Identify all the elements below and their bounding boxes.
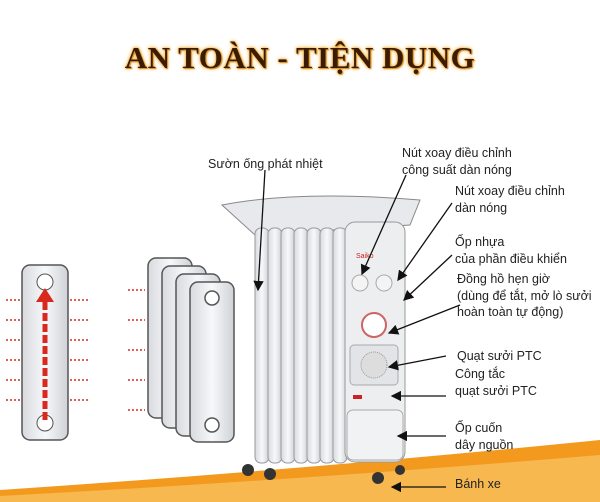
label-cord-cover: Ốp cuốn dây nguồn: [455, 420, 513, 453]
single-fin-diagram: [4, 264, 88, 441]
label-line: quạt sưởi PTC: [455, 383, 537, 398]
label-control-cover: Ốp nhựa của phần điều khiển: [455, 234, 567, 267]
label-line: Nút xoay điều chỉnh: [455, 184, 565, 198]
oil-heater: Saiko: [220, 195, 421, 484]
label-line: công suất dàn nóng: [402, 162, 512, 177]
label-wheels: Bánh xe: [455, 477, 501, 491]
label-fins: Sườn ống phát nhiệt: [208, 157, 323, 171]
label-power-knob: Nút xoay điều chỉnh công suất dàn nóng: [402, 145, 512, 178]
label-line: Nút xoay điều chỉnh: [402, 146, 512, 160]
brand-logo: Saiko: [356, 253, 374, 260]
label-ptc-fan: Quạt sưởi PTC: [457, 349, 542, 363]
label-line: dây nguồn: [455, 437, 514, 452]
label-line: của phần điều khiển: [455, 251, 567, 266]
leader-arrows: [253, 169, 461, 493]
label-line: dàn nóng: [455, 200, 508, 215]
label-heat-knob: Nút xoay điều chỉnh dàn nóng: [455, 183, 565, 216]
label-line: hoàn toàn tự động): [457, 305, 564, 319]
label-line: Đồng hồ hẹn giờ: [457, 272, 550, 286]
label-line: Ốp cuốn: [455, 421, 503, 435]
label-line: Công tắc: [455, 367, 506, 381]
label-timer: Đồng hồ hẹn giờ (dùng để tắt, mở lò sưởi h…: [457, 271, 592, 321]
label-ptc-switch: Công tắc quạt sưởi PTC: [455, 366, 537, 399]
label-line: (dùng để tắt, mở lò sưởi: [457, 288, 592, 303]
title: AN TOÀN - TIỆN DỤNG: [124, 40, 476, 75]
stacked-fins-diagram: [128, 257, 235, 443]
label-line: Ốp nhựa: [455, 235, 505, 249]
